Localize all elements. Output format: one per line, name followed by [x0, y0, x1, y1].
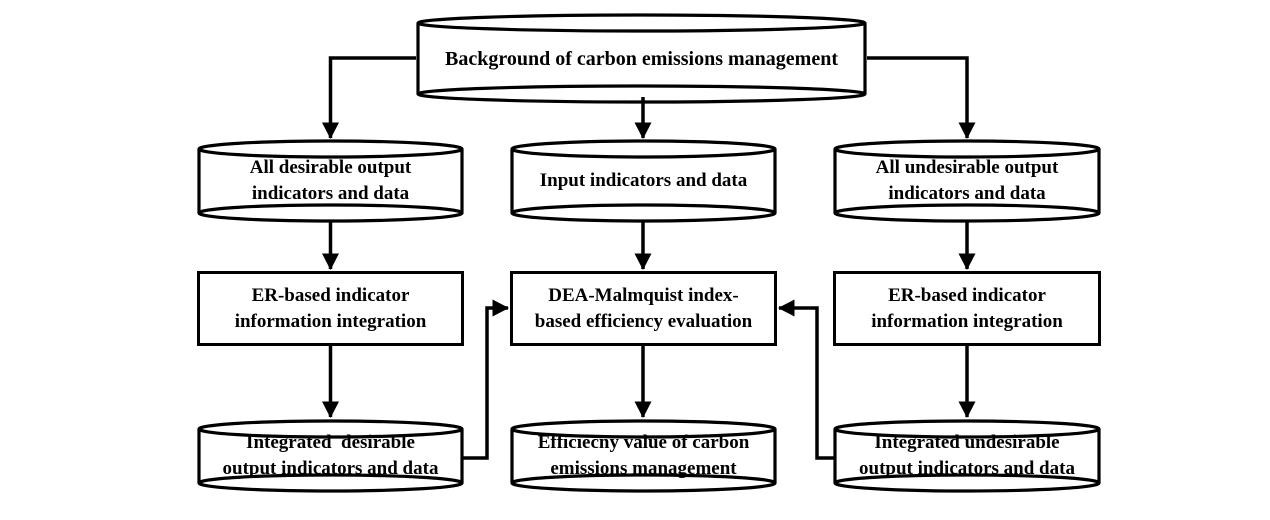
- arrow-integrated-desirable-to-dea: [463, 299, 509, 460]
- node-efficiency-value-label: Efficiecny value of carbon emissions man…: [537, 432, 750, 479]
- node-integrated-undesirable: Integrated undesirable output indicators…: [833, 419, 1101, 493]
- cylinder-shape: [197, 419, 464, 493]
- node-input-indicators-label: Input indicators and data: [539, 170, 748, 191]
- node-er-integration-left: ER-based indicator information integrati…: [197, 271, 464, 346]
- arrow-background-to-undesirable: [867, 56, 976, 139]
- node-background: Background of carbon emissions managemen…: [416, 13, 867, 104]
- arrow-background-to-desirable: [322, 56, 416, 139]
- cylinder-shape: [510, 139, 777, 223]
- cylinder-shape: [510, 419, 777, 493]
- node-efficiency-value: Efficiecny value of carbon emissions man…: [510, 419, 777, 493]
- node-er-integration-left-label: ER-based indicator information integrati…: [234, 284, 427, 332]
- node-undesirable-output-label: All undesirable output indicators and da…: [875, 157, 1059, 204]
- node-integrated-desirable-label: Integrated desirable output indicators a…: [222, 432, 439, 479]
- node-input-indicators: Input indicators and data: [510, 139, 777, 223]
- node-undesirable-output: All undesirable output indicators and da…: [833, 139, 1101, 223]
- node-integrated-desirable: Integrated desirable output indicators a…: [197, 419, 464, 493]
- node-er-integration-right: ER-based indicator information integrati…: [833, 271, 1101, 346]
- cylinder-shape: [833, 419, 1101, 493]
- node-dea-malmquist-label: DEA-Malmquist index- based efficiency ev…: [534, 284, 753, 332]
- node-er-integration-right-label: ER-based indicator information integrati…: [871, 284, 1063, 332]
- node-desirable-output: All desirable output indicators and data: [197, 139, 464, 223]
- node-desirable-output-label: All desirable output indicators and data: [249, 157, 412, 204]
- node-background-label: Background of carbon emissions managemen…: [445, 47, 838, 70]
- node-dea-malmquist: DEA-Malmquist index- based efficiency ev…: [510, 271, 777, 346]
- node-integrated-undesirable-label: Integrated undesirable output indicators…: [859, 432, 1075, 479]
- arrow-integrated-undesirable-to-dea: [778, 299, 835, 460]
